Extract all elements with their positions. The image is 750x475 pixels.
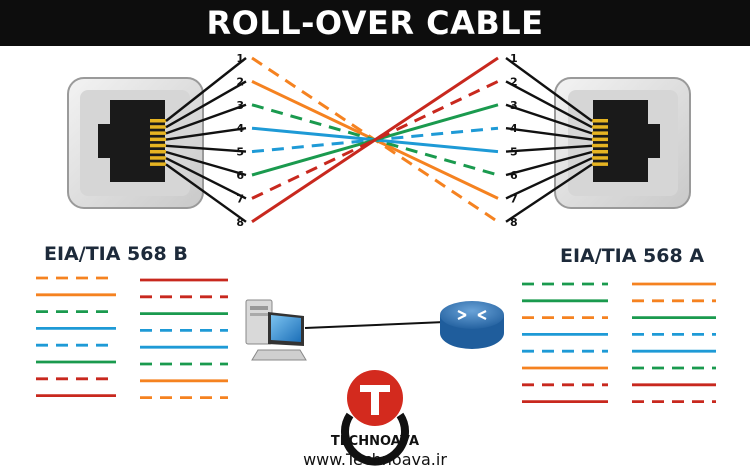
left-lead-wire <box>165 80 247 129</box>
computer-icon <box>245 299 307 361</box>
left-pin-number: 1 <box>236 52 244 65</box>
right-lead-wire <box>505 163 593 223</box>
left-standard-label: EIA/TIA 568 B <box>44 243 188 265</box>
right-lead-wire <box>505 57 593 122</box>
right-jack-contact <box>592 119 608 123</box>
crossover-wire-7 <box>251 80 499 200</box>
right-pin-number: 2 <box>510 75 518 88</box>
right-lead-wire <box>505 144 593 153</box>
brand-url: www.Technoava.ir <box>303 450 447 469</box>
right-lead-wire <box>505 157 593 200</box>
left-lead-wire <box>165 163 247 223</box>
right-jack-contact <box>592 162 608 166</box>
right-pin-number: 3 <box>510 99 518 112</box>
right-jack-contact <box>592 131 608 135</box>
left-pin-number: 2 <box>236 75 244 88</box>
left-rj45-jack <box>67 77 204 209</box>
right-standard-label: EIA/TIA 568 A <box>560 245 705 267</box>
left-jack-contact <box>150 143 166 148</box>
brand-name: TECHNOAVA <box>330 434 420 449</box>
brand-logo <box>341 370 409 466</box>
page-title: ROLL-OVER CABLE <box>206 4 544 42</box>
right-jack-contact <box>592 137 608 142</box>
right-lead-wire <box>505 127 593 141</box>
left-jack-contact <box>150 156 166 160</box>
left-jack-contact <box>150 125 166 129</box>
router-icon <box>440 301 504 349</box>
right-pin-number: 5 <box>510 146 518 159</box>
left-jack-contact <box>150 137 166 142</box>
left-lead-wire <box>165 103 247 135</box>
left-pin-number: 5 <box>236 146 244 159</box>
left-lead-wire <box>165 157 247 200</box>
left-pin-number: 7 <box>236 192 244 205</box>
left-pin-number: 6 <box>236 169 244 182</box>
right-pin-number: 8 <box>510 216 518 229</box>
right-jack-contact <box>592 150 608 154</box>
right-jack-contact <box>592 156 608 160</box>
left-jack-contact <box>150 119 166 123</box>
right-jack-contact <box>592 125 608 129</box>
left-lead-wire <box>165 127 247 141</box>
left-jack-contact <box>150 150 166 154</box>
right-rj45-jack <box>554 77 691 209</box>
right-pin-number: 7 <box>510 192 518 205</box>
right-lead-wire <box>505 150 593 177</box>
connection-line <box>304 321 446 329</box>
left-lead-wire <box>165 144 247 153</box>
left-pin-number: 8 <box>236 216 244 229</box>
title-bar: ROLL-OVER CABLE <box>0 0 750 46</box>
crossover-wire-8 <box>251 56 499 224</box>
left-jack-contact <box>150 162 166 166</box>
right-lead-wire <box>505 103 593 135</box>
right-jack-contact <box>592 143 608 148</box>
left-pin-number: 4 <box>236 122 244 135</box>
right-lead-wire <box>505 80 593 129</box>
left-jack-contact <box>150 131 166 135</box>
left-lead-wire <box>165 57 247 122</box>
left-pin-number: 3 <box>236 99 244 112</box>
right-pin-number: 6 <box>510 169 518 182</box>
right-pin-number: 4 <box>510 122 518 135</box>
left-lead-wire <box>165 150 247 177</box>
right-pin-number: 1 <box>510 52 518 65</box>
